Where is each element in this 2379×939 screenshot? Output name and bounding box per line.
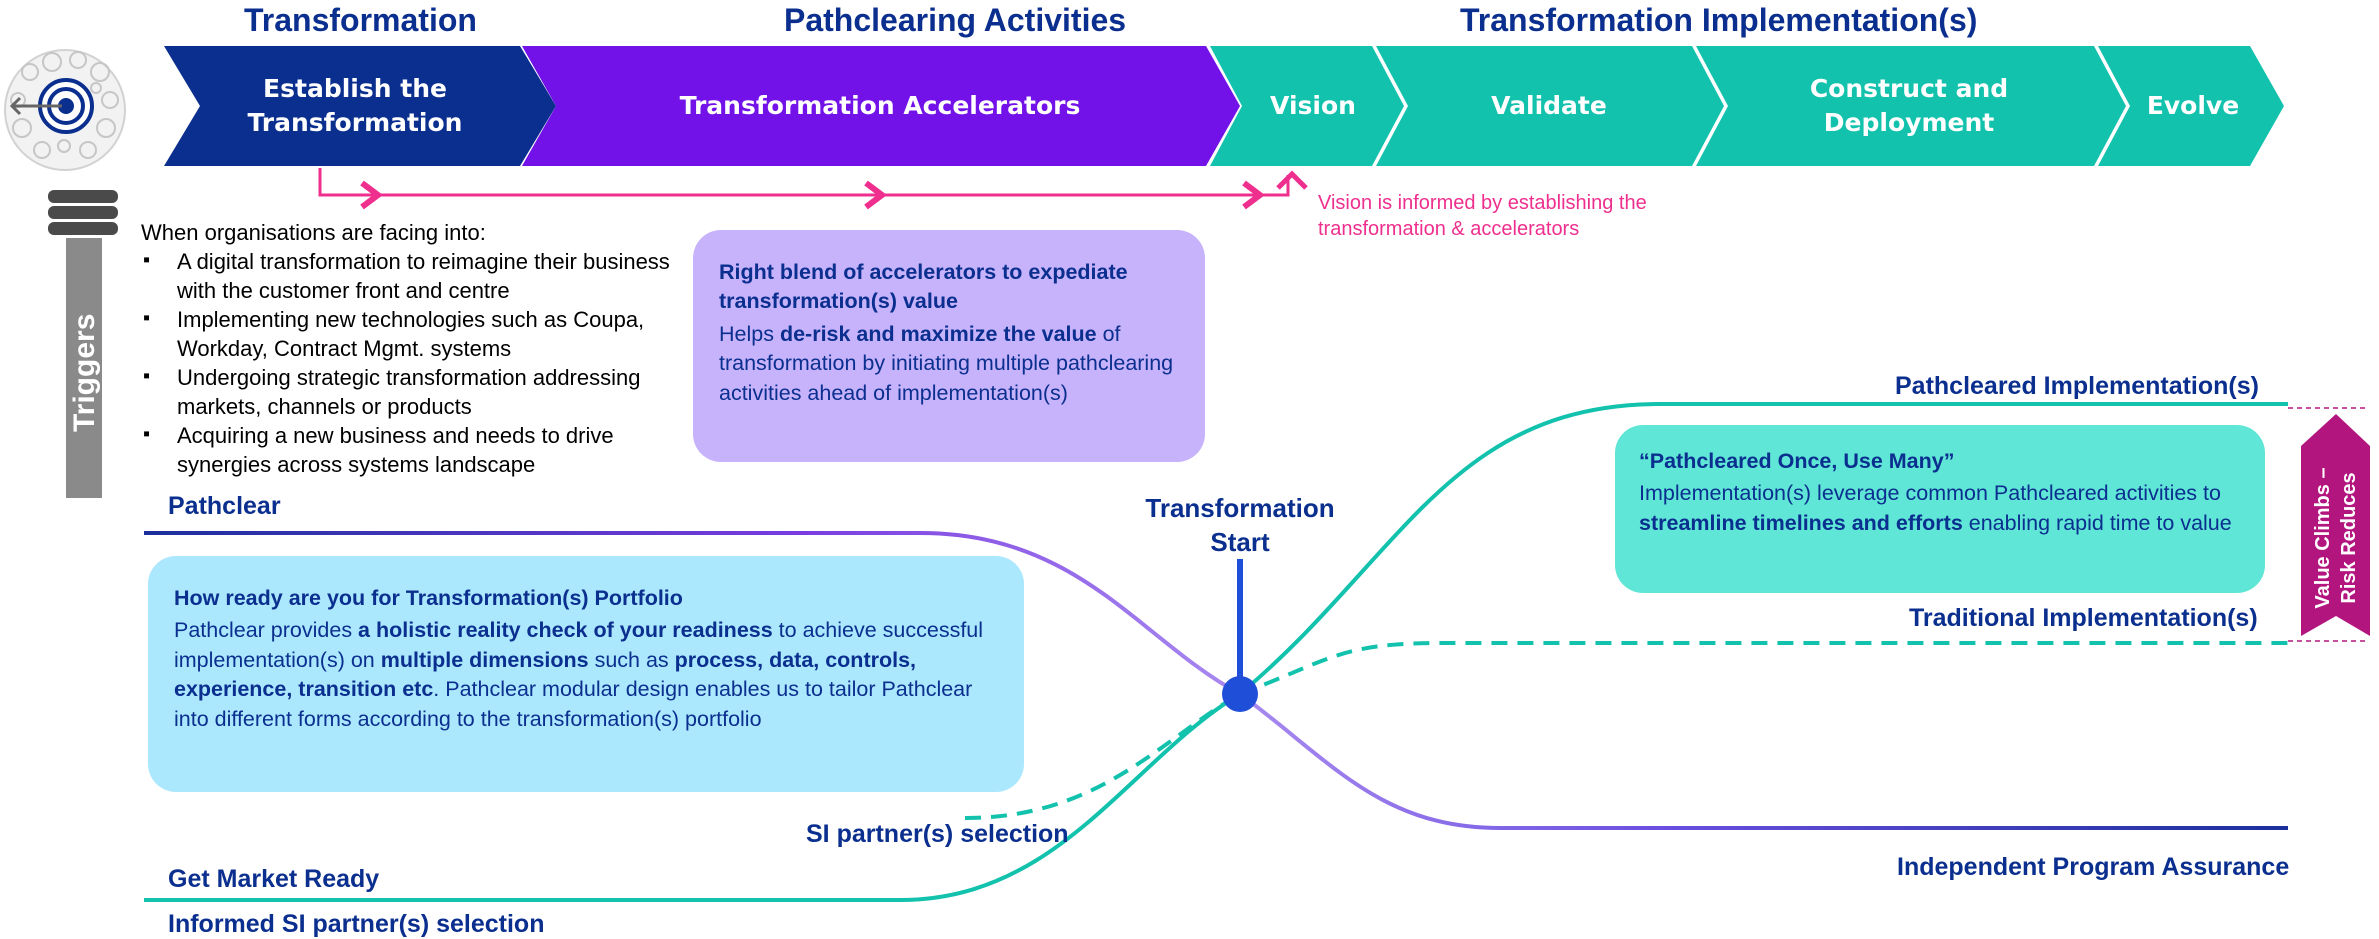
chevron-label-accelerators: Transformation Accelerators [679,91,1081,121]
chevron-label-validate: Validate [1491,91,1607,121]
flow-arrow-up [1276,170,1308,190]
list-item: Acquiring a new business and needs to dr… [141,421,676,479]
accelerator-box-body: Helps de-risk and maximize the value of … [719,321,1174,405]
vision-flow-line [318,168,1290,197]
pathclear-box: How ready are you for Transformation(s) … [148,556,1024,792]
chevron-establish [164,46,556,166]
get-market-ready-label: Get Market Ready [168,865,380,893]
si-partner-curve [964,692,1241,820]
triggers-block: When organisations are facing into: A di… [141,218,676,479]
chevron-label-establish: Establish the Transformation [247,74,463,137]
chevron-evolve [2098,46,2284,166]
target-lightbulb-icon [4,49,126,498]
transformation-start-dot [1222,676,1258,712]
flow-arrow-1 [360,180,383,210]
phase-title-pathclearing: Pathclearing Activities [784,2,1127,38]
phase-title-implementation: Transformation Implementation(s) [1460,2,1978,38]
chevron-label-vision: Vision [1270,91,1356,121]
pathclear-box-body: Pathclear provides a holistic reality ch… [174,618,984,731]
informed-si-label: Informed SI partner(s) selection [168,910,545,938]
value-climbs-arrow [2301,414,2370,636]
traditional-impl-label: Traditional Implementation(s) [1909,604,2258,632]
chevron-accelerators [522,46,1240,166]
pathcleared-impl-label: Pathcleared Implementation(s) [1895,372,2259,400]
pathclear-label: Pathclear [168,492,281,520]
chevron-construct [1696,46,2126,166]
accelerator-box-title: Right blend of accelerators to expediate… [719,260,1128,314]
pathcleared-box-title: “Pathcleared Once, Use Many” [1639,449,1955,473]
pathclear-curve [144,531,1241,696]
independent-assurance-label: Independent Program Assurance [1897,853,2290,881]
accelerator-box: Right blend of accelerators to expediate… [693,230,1205,462]
triggers-list: A digital transformation to reimagine th… [141,247,676,479]
vision-note: Vision is informed by establishing the t… [1318,192,1647,240]
pathcleared-box-body: Implementation(s) leverage common Pathcl… [1639,481,2232,535]
chevron-validate [1376,46,1724,166]
si-partner-label: SI partner(s) selection [806,820,1069,848]
list-item: Undergoing strategic transformation addr… [141,363,676,421]
phase-title-transformation: Transformation [244,2,477,38]
market-ready-curve [144,692,1242,902]
triggers-label: Triggers [68,313,101,432]
flow-arrow-2 [864,180,887,210]
value-climbs-label: Value Climbs – Risk Reduces [2312,467,2360,609]
pathcleared-box: “Pathcleared Once, Use Many” Implementat… [1615,425,2265,593]
chevron-vision [1210,46,1404,166]
triggers-intro: When organisations are facing into: [141,220,486,245]
traditional-curve [1239,641,2288,696]
list-item: Implementing new technologies such as Co… [141,305,676,363]
pathclear-box-title: How ready are you for Transformation(s) … [174,586,683,610]
pathcleared-curve [1238,402,2288,696]
assurance-curve [1238,692,2288,830]
flow-arrow-3 [1242,180,1265,210]
list-item: A digital transformation to reimagine th… [141,247,676,305]
chevron-label-evolve: Evolve [2146,91,2240,121]
transformation-start-label: Transformation Start [1145,493,1335,557]
chevron-label-construct: Construct and Deployment [1809,74,2009,137]
